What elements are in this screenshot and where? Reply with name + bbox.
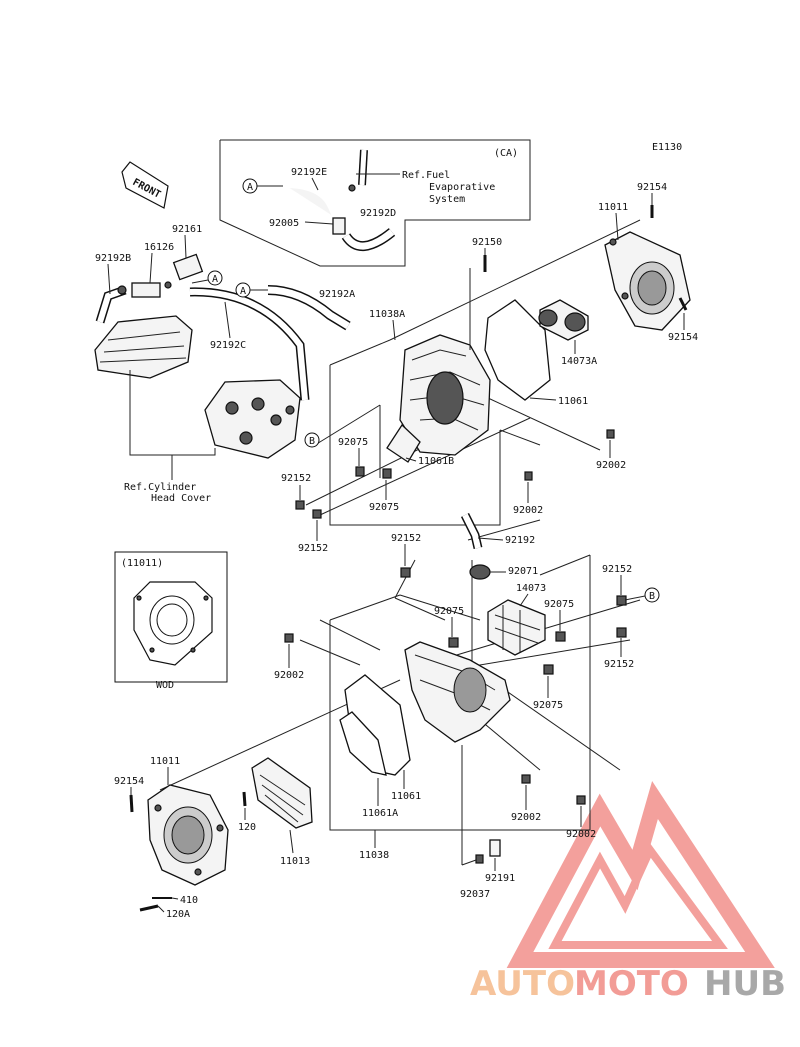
ca-ref-line3: System bbox=[429, 194, 465, 205]
ref-cylinder-line1: Ref.Cylinder bbox=[124, 482, 196, 493]
part-label-p11038A: 11038A bbox=[369, 309, 405, 320]
part-label-p92075_d: 92075 bbox=[434, 606, 464, 617]
part-label-p92002_d: 92002 bbox=[511, 812, 541, 823]
duct-14073 bbox=[487, 599, 546, 656]
part-label-p11061_bot: 11061 bbox=[391, 791, 421, 802]
part-label-p11011_top: 11011 bbox=[598, 202, 628, 213]
part-label-p92192B: 92192B bbox=[95, 253, 131, 264]
callout-letter: A bbox=[240, 286, 246, 297]
part-label-p92192: 92192 bbox=[505, 535, 535, 546]
callout-b-lower bbox=[644, 587, 660, 603]
part-label-p11061_top: 11061 bbox=[558, 396, 588, 407]
part-label-p92152_b: 92152 bbox=[298, 543, 328, 554]
part-label-p11011_bot: 11011 bbox=[150, 756, 180, 767]
part-label-p92037: 92037 bbox=[460, 889, 490, 900]
part-label-p92075_e: 92075 bbox=[533, 700, 563, 711]
wod-caption: WOD bbox=[156, 680, 174, 691]
upper-assembly: B 11038A 92150 11011 92154 92154 14073A … bbox=[281, 182, 698, 554]
part-label-p92002_b: 92002 bbox=[513, 505, 543, 516]
part-label-p92192A: 92192A bbox=[319, 289, 355, 300]
valve-92005 bbox=[332, 217, 346, 235]
part-label-p92071: 92071 bbox=[508, 566, 538, 577]
part-label-p92154_bot: 92154 bbox=[114, 776, 144, 787]
part-label-p92161: 92161 bbox=[172, 224, 202, 235]
part-label-p11061B: 11061B bbox=[418, 456, 454, 467]
part-label-p16126: 16126 bbox=[144, 242, 174, 253]
callout-letter: A bbox=[212, 274, 218, 285]
ca-box: (CA) Ref.Fuel Evaporative System A 92192… bbox=[219, 139, 531, 267]
part-label-p92154_mid: 92154 bbox=[668, 332, 698, 343]
part-label-p92150: 92150 bbox=[472, 237, 502, 248]
watermark-auto: AUTO bbox=[470, 964, 575, 1004]
breather-cover-upper bbox=[94, 315, 193, 379]
part-label-p92192D: 92192D bbox=[360, 208, 396, 219]
callout-letter: B bbox=[649, 591, 655, 602]
element-11061B bbox=[386, 423, 421, 463]
part-label-p11061A: 11061A bbox=[362, 808, 398, 819]
element-11013 bbox=[251, 757, 313, 829]
watermark-triangle bbox=[506, 781, 775, 968]
ca-box-title: (CA) bbox=[494, 148, 518, 159]
callout-letter: B bbox=[309, 436, 315, 447]
front-arrow: FRONT bbox=[121, 161, 169, 209]
gasket-11061-upper bbox=[484, 299, 551, 401]
wod-box-title: (11011) bbox=[121, 558, 163, 569]
part-label-p92192E: 92192E bbox=[291, 167, 327, 178]
cylinder-head-cover-group: A A 92161 16126 92192B 92192C 92192A Ref… bbox=[94, 224, 355, 504]
lower-assembly: B 92152 92192 92071 14073 92152 92075 92… bbox=[114, 512, 660, 920]
part-label-p14073: 14073 bbox=[516, 583, 546, 594]
part-label-p92152_a: 92152 bbox=[281, 473, 311, 484]
part-label-p92002_c: 92002 bbox=[274, 670, 304, 681]
grommet-92071 bbox=[469, 564, 491, 580]
part-label-p92152_e: 92152 bbox=[604, 659, 634, 670]
part-label-p92192C: 92192C bbox=[210, 340, 246, 351]
part-label-p92075_a: 92075 bbox=[338, 437, 368, 448]
bracket-92161 bbox=[172, 253, 204, 281]
wod-box: (11011) WOD bbox=[114, 551, 228, 691]
part-label-p11013: 11013 bbox=[280, 856, 310, 867]
part-label-p92002_e: 92002 bbox=[566, 829, 596, 840]
part-label-p92152_d: 92152 bbox=[602, 564, 632, 575]
valve-16126 bbox=[131, 282, 161, 298]
ca-ref-line1: Ref.Fuel bbox=[402, 170, 450, 181]
ref-cylinder-line2: Head Cover bbox=[151, 493, 211, 504]
part-label-p92075_c: 92075 bbox=[544, 599, 574, 610]
part-label-p120A: 120A bbox=[166, 909, 190, 920]
watermark-moto: MOTO bbox=[574, 964, 689, 1004]
watermark-hub: HUB bbox=[704, 964, 786, 1004]
element-11061A bbox=[339, 711, 387, 776]
callout-a-left-1 bbox=[207, 270, 223, 286]
watermark-logo: AUTO MOTO HUB bbox=[470, 781, 786, 1004]
callout-letter: A bbox=[247, 182, 253, 193]
diagram-code: E1130 bbox=[652, 142, 682, 153]
callout-b-upper bbox=[304, 432, 320, 448]
part-label-p11038: 11038 bbox=[359, 850, 389, 861]
ca-ref-line2: Evaporative bbox=[429, 182, 495, 193]
callout-a-ca bbox=[242, 178, 258, 194]
fitting-92191 bbox=[489, 839, 501, 857]
part-label-p92152_c: 92152 bbox=[391, 533, 421, 544]
part-label-p410: 410 bbox=[180, 895, 198, 906]
part-label-p92005: 92005 bbox=[269, 218, 299, 229]
part-label-p92191: 92191 bbox=[485, 873, 515, 884]
part-label-p14073A: 14073A bbox=[561, 356, 597, 367]
part-label-p120: 120 bbox=[238, 822, 256, 833]
part-label-p92154_top: 92154 bbox=[637, 182, 667, 193]
part-label-p92002_a: 92002 bbox=[596, 460, 626, 471]
part-label-p92075_b: 92075 bbox=[369, 502, 399, 513]
cylinder-head-cover bbox=[204, 379, 301, 459]
